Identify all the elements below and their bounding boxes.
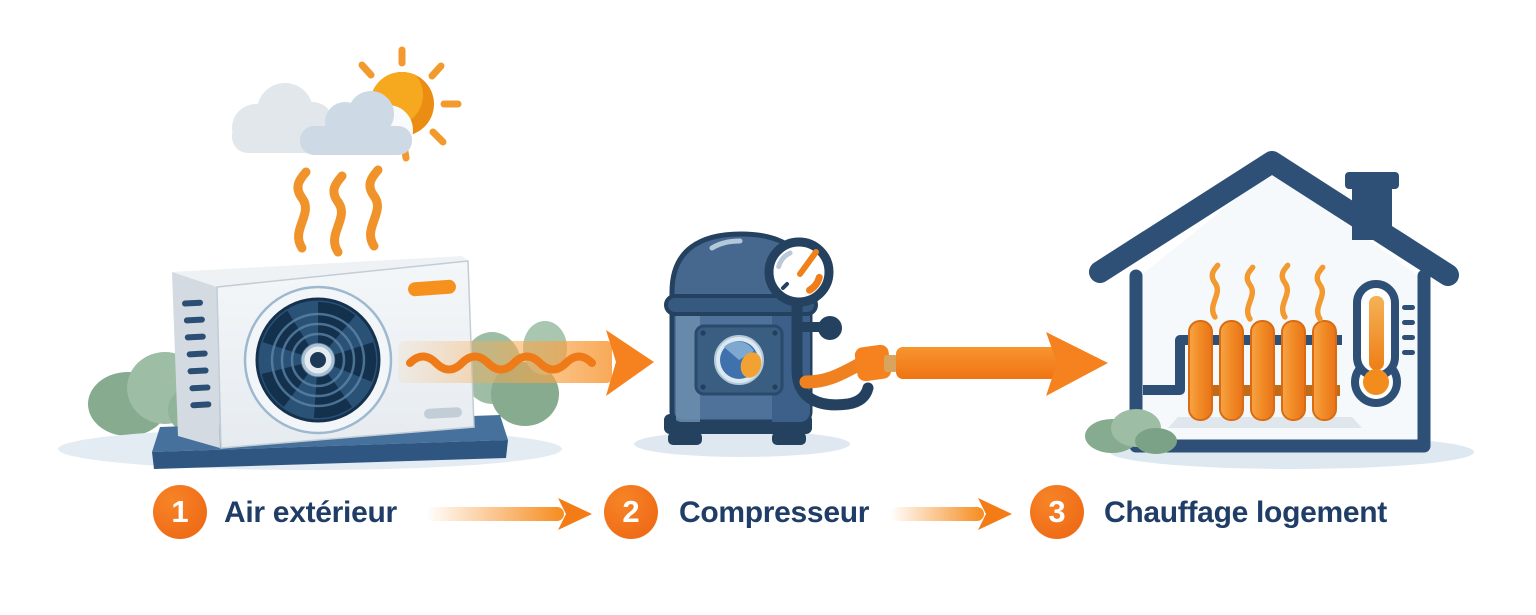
heat-waves-icon xyxy=(298,170,378,252)
heat-flow-arrow xyxy=(896,332,1108,396)
refrigerant-drop-badge-icon xyxy=(714,335,764,385)
unit-top-face xyxy=(172,256,468,287)
thermometer-icon xyxy=(1351,280,1415,407)
unit-side-vents xyxy=(182,299,212,409)
house-walls xyxy=(1129,269,1431,453)
compressor-outlet-pipe xyxy=(799,356,869,389)
pipe-connector xyxy=(854,344,892,382)
radiator-icon xyxy=(1188,320,1337,421)
house-roof xyxy=(1089,151,1459,286)
unit-label-pill xyxy=(424,407,462,419)
unit-indicator-pill xyxy=(408,279,456,297)
bush-icon xyxy=(1085,409,1177,454)
cloud-icon xyxy=(232,83,413,155)
unit-base-front xyxy=(152,440,508,469)
pressure-gauge-icon xyxy=(764,237,874,411)
fan-icon xyxy=(243,285,393,435)
house-illustration xyxy=(1085,151,1474,469)
compressor-illustration xyxy=(634,231,898,457)
unit-side-face xyxy=(172,272,220,448)
air-flow-arrow xyxy=(398,330,654,396)
radiator-tray xyxy=(1168,417,1362,428)
compressor-collar xyxy=(664,294,818,316)
outdoor-unit-illustration xyxy=(58,256,567,470)
ground-shadow xyxy=(634,431,850,457)
